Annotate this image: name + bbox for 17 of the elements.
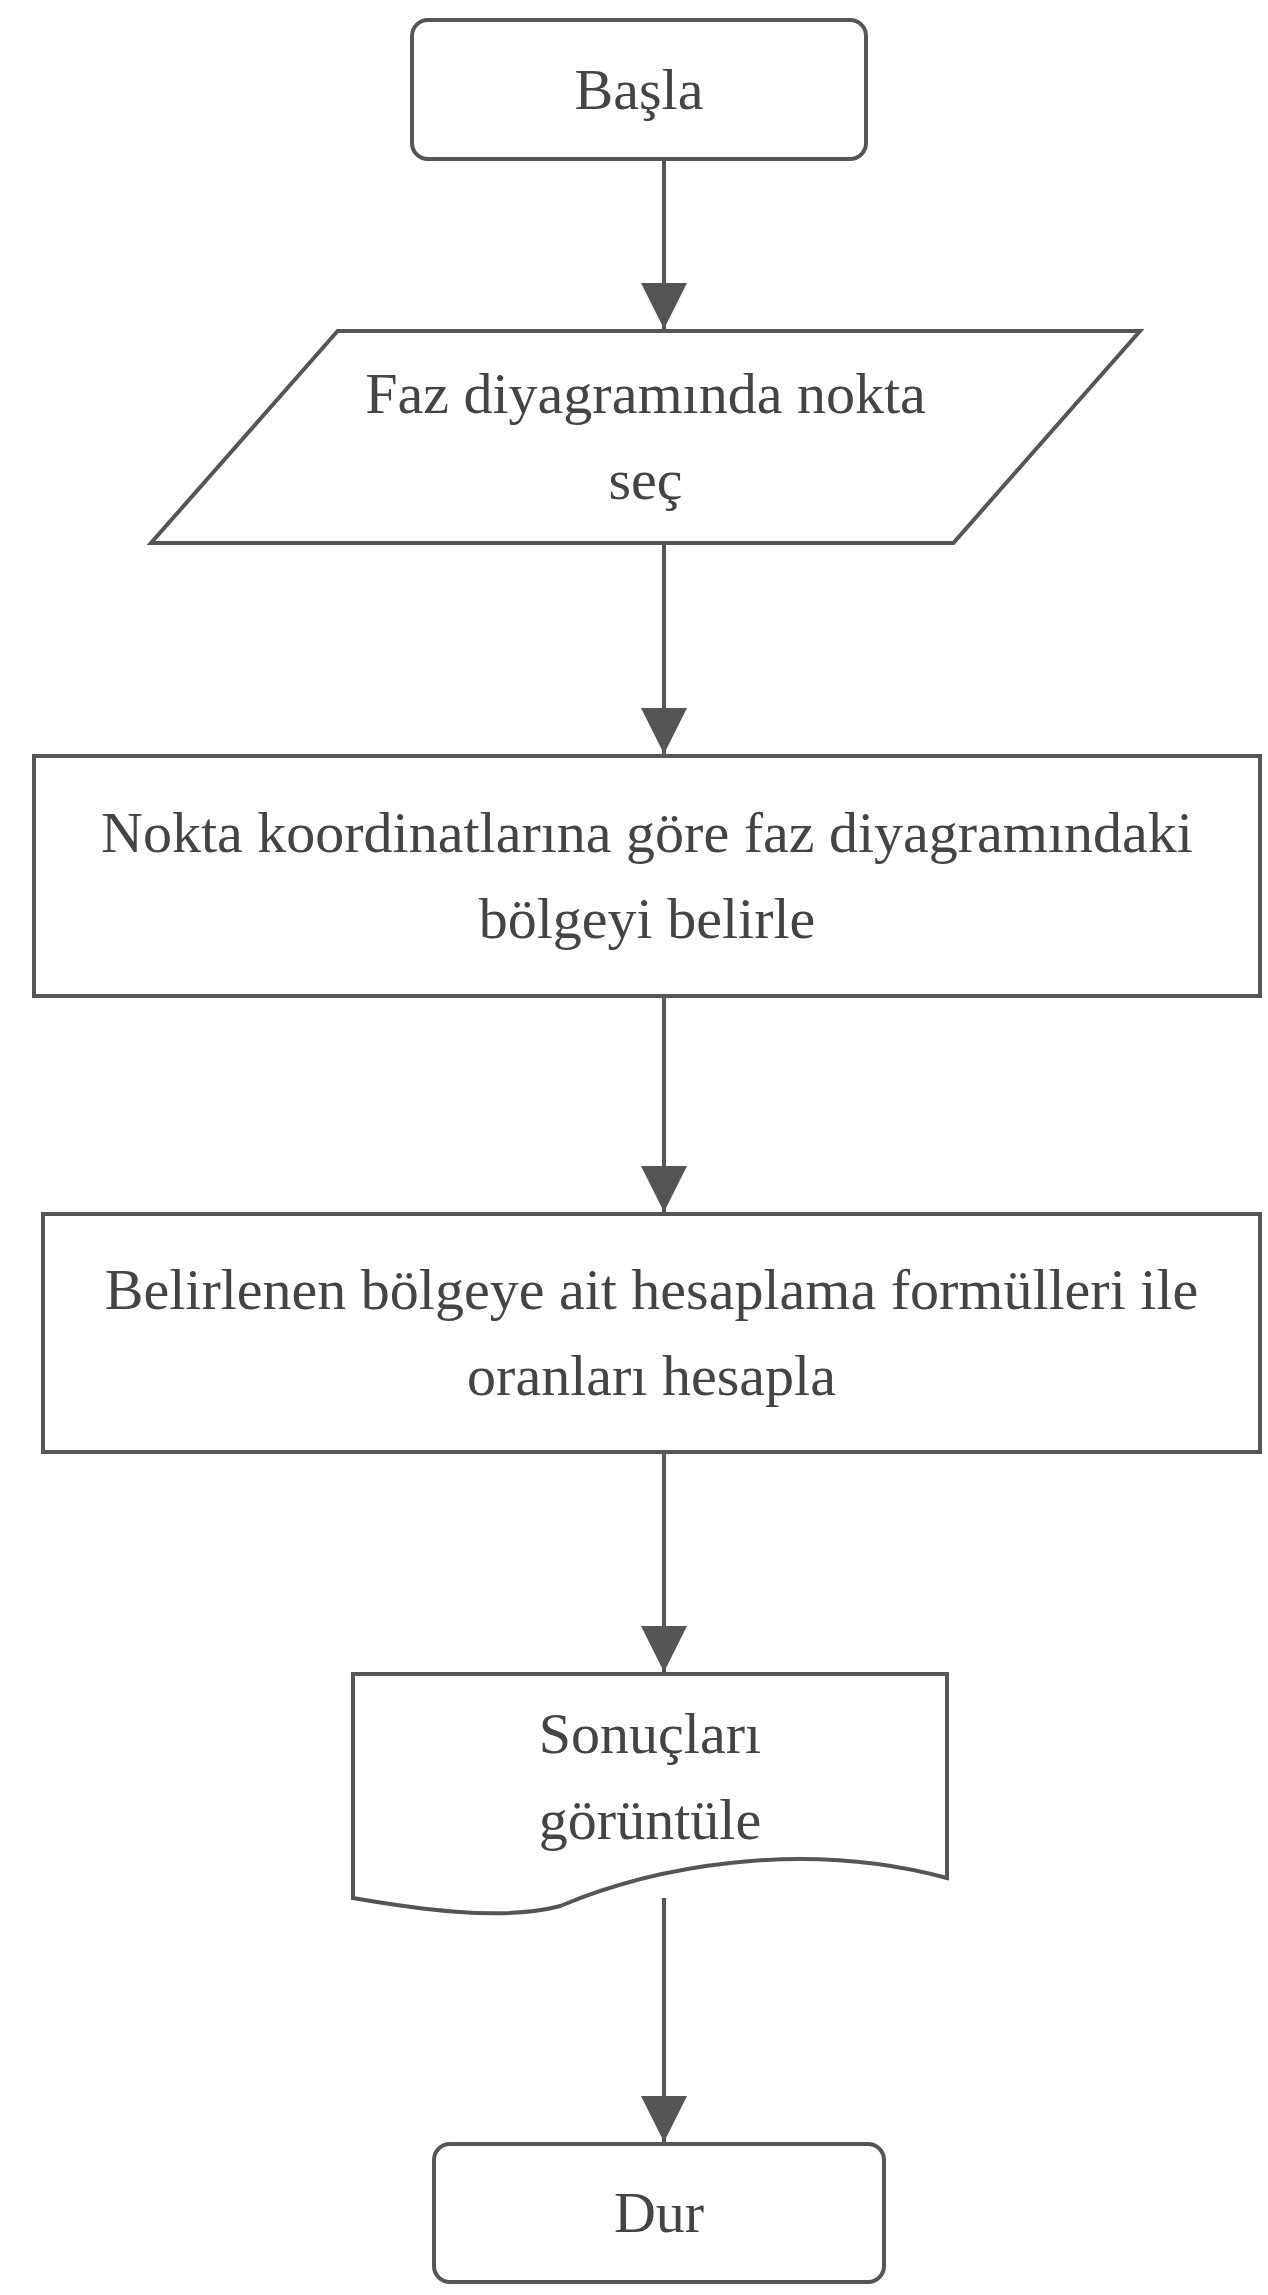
node-label: Sonuçları görüntüle — [537, 1700, 763, 1854]
end-terminal — [432, 2142, 886, 2284]
node-label: Nokta koordinatlarına göre faz diyagramındaki bölgeyi belirle — [100, 799, 1194, 953]
arrow — [641, 545, 687, 754]
process-box — [32, 754, 1262, 998]
arrow — [641, 998, 687, 1212]
input-parallelogram — [149, 329, 1142, 545]
node-label: Faz diyagramında nokta seç — [364, 360, 927, 514]
arrow — [641, 1454, 687, 1672]
node-label: Başla — [574, 55, 704, 124]
process-box — [41, 1212, 1262, 1454]
document-shape — [351, 1672, 949, 1918]
arrow — [641, 161, 687, 329]
node-label: Belirlenen bölgeye ait hesaplama formülleri ile oranları hesapla — [103, 1256, 1200, 1410]
node-label: Dur — [613, 2179, 705, 2247]
arrow — [641, 1898, 687, 2142]
start-terminal — [410, 18, 868, 161]
